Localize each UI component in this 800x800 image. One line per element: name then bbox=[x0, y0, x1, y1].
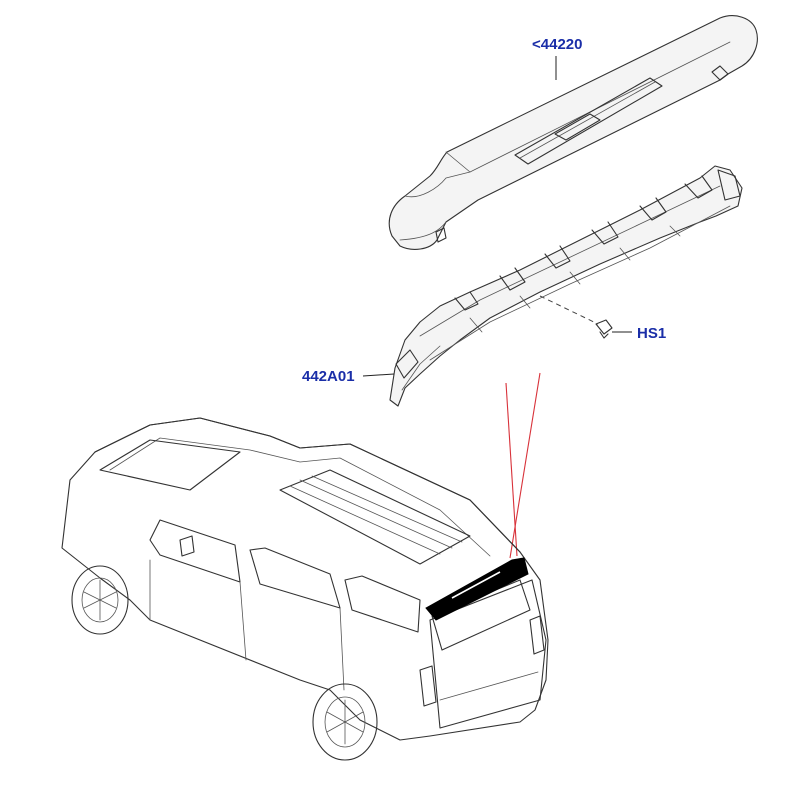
screw-hs1[interactable] bbox=[595, 319, 613, 339]
vehicle-spoiler-highlight bbox=[425, 557, 529, 621]
spoiler-bracket[interactable] bbox=[389, 165, 743, 407]
callout-label-screw[interactable]: HS1 bbox=[637, 325, 666, 342]
callout-label-bracket[interactable]: 442A01 bbox=[302, 368, 355, 385]
projection-line-right bbox=[509, 372, 541, 559]
projection-line-left bbox=[505, 382, 518, 557]
vehicle bbox=[61, 417, 549, 761]
leader-bracket bbox=[362, 373, 395, 377]
spoiler-cover[interactable] bbox=[388, 15, 758, 250]
callout-label-spoiler[interactable]: <44220 bbox=[532, 36, 582, 53]
screw-axis-line bbox=[539, 295, 599, 325]
